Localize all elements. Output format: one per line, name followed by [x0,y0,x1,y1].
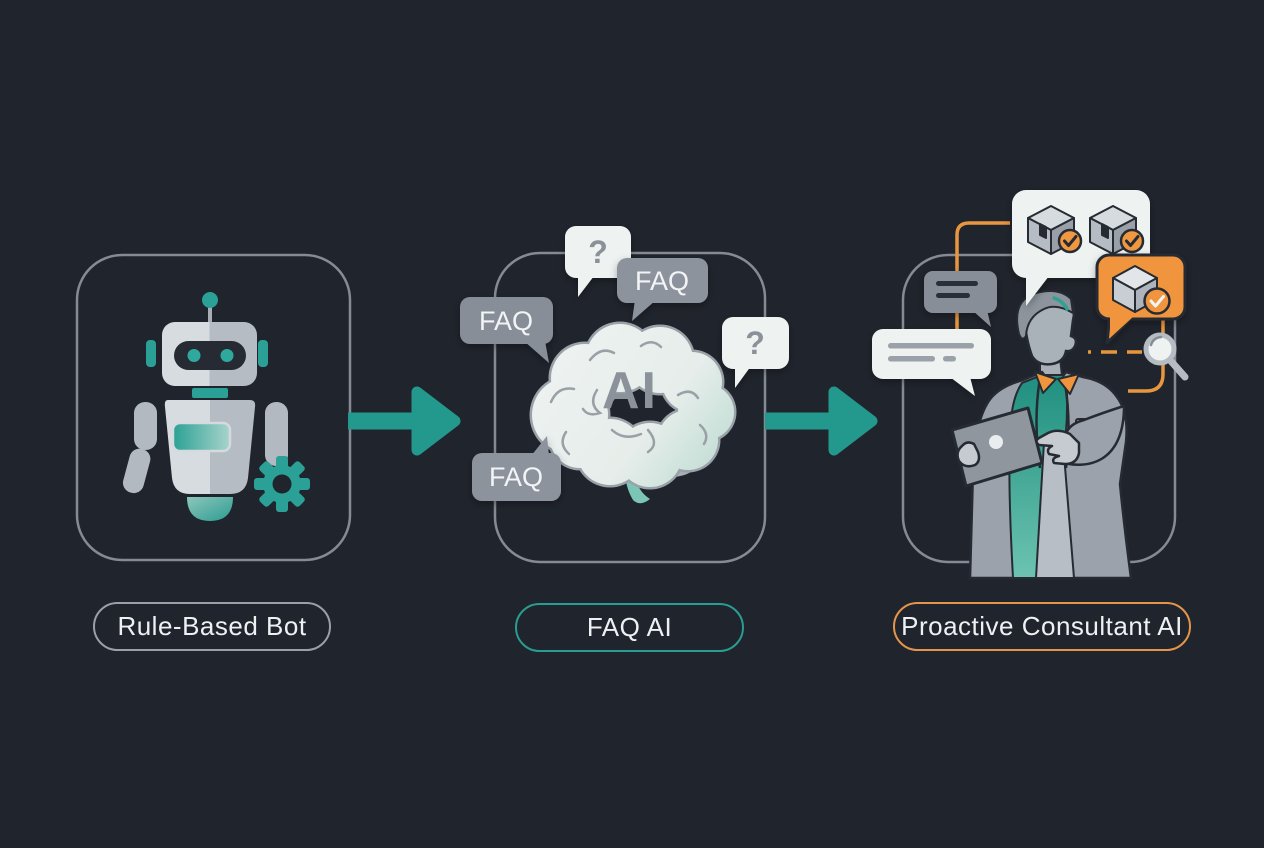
question-bubble-top: ? [565,226,631,297]
faq-text: FAQ [635,266,689,296]
stage-label-proactive-consultant-ai: Proactive Consultant AI [893,602,1191,651]
gear-icon [254,456,310,512]
pointing-hand [1035,429,1081,466]
faq-text: FAQ [479,306,533,336]
arrow-right-icon-1 [348,386,461,456]
robot-screen [171,421,232,453]
faq-bubble-bottom: FAQ [472,436,561,501]
chat-bubble-white [872,329,991,396]
faq-bubble-left: FAQ [460,297,553,363]
consultant-with-tablet-icon [950,290,1133,580]
connector-lines [955,221,1165,393]
question-mark: ? [588,234,608,270]
question-bubble-right: ? [722,317,789,388]
robot-eye [187,349,201,362]
stage-label-faq-ai: FAQ AI [515,603,744,652]
arrow-right-icon-2 [765,386,878,456]
stage-label-rule-based-bot: Rule-Based Bot [93,602,331,651]
stage-label-text: Proactive Consultant AI [901,611,1183,641]
collar [1034,371,1057,394]
robot-visor [174,341,246,370]
check-icon [1119,228,1145,254]
robot-with-gear-icon [122,292,310,521]
faq-text: FAQ [489,462,543,492]
stage-card-rule-based-bot [75,253,352,562]
chat-bubble-gray [924,271,997,327]
magnifier-icon [1143,332,1189,381]
robot-eye [220,349,234,362]
stage-label-text: FAQ AI [586,612,673,642]
brain-ai-label: AI [602,362,658,420]
cube-bubble-orange [1095,253,1187,345]
stage-label-text: Rule-Based Bot [117,611,307,641]
faq-bubble-top: FAQ [617,258,708,321]
check-icon [1143,287,1171,315]
check-icon [1057,228,1083,254]
ai-brain-icon: AI [529,321,737,504]
question-mark: ? [745,325,765,361]
